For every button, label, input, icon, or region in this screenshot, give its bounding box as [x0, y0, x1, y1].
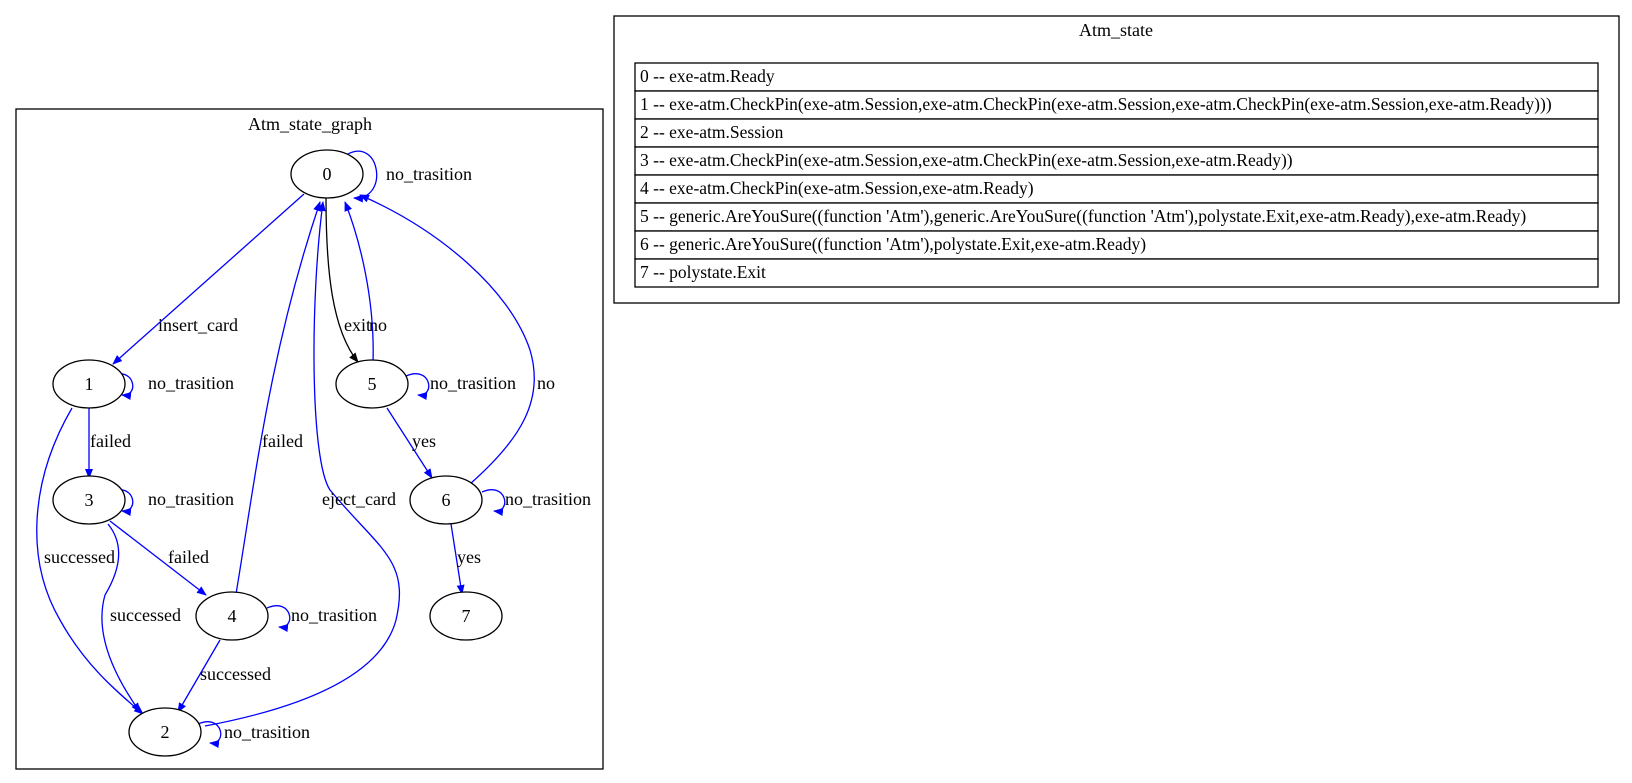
state-table: 0 -- exe-atm.Ready 1 -- exe-atm.CheckPin…: [634, 62, 1599, 288]
edge-label-2-2: no_trasition: [224, 722, 310, 742]
table-row: 4 -- exe-atm.CheckPin(exe-atm.Session,ex…: [634, 174, 1599, 204]
table-row-box: [634, 62, 1599, 92]
edge-label-4-0: failed: [262, 431, 303, 451]
edge-1-2[interactable]: [36, 407, 144, 715]
table-row-box: [634, 118, 1599, 148]
edge-4-0[interactable]: [235, 201, 321, 595]
node-1-shape: [52, 359, 126, 409]
edge-4-4[interactable]: [266, 605, 291, 632]
edge-label-5-0: no: [369, 315, 387, 335]
edge-0-5[interactable]: [325, 197, 359, 363]
nodes: 0 1 5 3 6 4 7: [52, 149, 503, 757]
table-row-box: [634, 202, 1599, 232]
node-0[interactable]: 0: [290, 149, 364, 199]
edge-5-6[interactable]: [386, 407, 433, 479]
edge-label-6-7: yes: [457, 547, 481, 567]
table-row: 1 -- exe-atm.CheckPin(exe-atm.Session,ex…: [634, 90, 1599, 120]
node-6-label: 6: [442, 490, 451, 510]
node-5-shape: [335, 359, 409, 409]
node-0-shape: [290, 149, 364, 199]
edge-4-2[interactable]: [177, 639, 221, 713]
node-1[interactable]: 1: [52, 359, 126, 409]
edge-2-2[interactable]: [197, 721, 222, 748]
table-row-text: 7 -- polystate.Exit: [640, 262, 766, 282]
node-3-shape: [52, 475, 126, 525]
table-row-box: [634, 230, 1599, 260]
edge-label-6-6: no_trasition: [505, 489, 591, 509]
edges: no_trasition insert_card exit no no_tras…: [36, 150, 591, 748]
state-table-title: Atm_state: [1079, 20, 1153, 40]
table-row: 5 -- generic.AreYouSure((function 'Atm')…: [634, 202, 1599, 232]
edge-label-4-4: no_trasition: [291, 605, 377, 625]
edge-label-0-1: insert_card: [158, 315, 238, 335]
node-1-label: 1: [85, 374, 94, 394]
node-6[interactable]: 6: [409, 475, 483, 525]
node-4-shape: [195, 591, 269, 641]
node-7-shape: [429, 591, 503, 641]
edge-label-6-0: no: [537, 373, 555, 393]
edge-6-7[interactable]: [450, 523, 465, 595]
node-6-shape: [409, 475, 483, 525]
table-row: 0 -- exe-atm.Ready: [634, 62, 1599, 92]
node-4[interactable]: 4: [195, 591, 269, 641]
edge-5-5[interactable]: [405, 373, 430, 400]
state-graph-title: Atm_state_graph: [248, 114, 372, 134]
state-table-cluster: Atm_state 0 -- exe-atm.Ready 1 -- exe-at…: [613, 15, 1620, 304]
edge-label-4-2: successed: [200, 664, 271, 684]
state-table-frame: [613, 15, 1620, 304]
table-row-text: 4 -- exe-atm.CheckPin(exe-atm.Session,ex…: [640, 178, 1034, 198]
node-2[interactable]: 2: [128, 707, 202, 757]
node-3-label: 3: [85, 490, 94, 510]
edge-label-1-2: successed: [44, 547, 115, 567]
state-graph-frame: [15, 108, 604, 770]
node-5[interactable]: 5: [335, 359, 409, 409]
edge-label-3-4: failed: [168, 547, 209, 567]
edge-6-6[interactable]: [481, 489, 506, 516]
edge-5-0[interactable]: [344, 201, 374, 363]
table-row-box: [634, 90, 1599, 120]
node-3[interactable]: 3: [52, 475, 126, 525]
edge-6-0[interactable]: [359, 194, 535, 485]
table-row-box: [634, 258, 1599, 288]
table-row-text: 5 -- generic.AreYouSure((function 'Atm')…: [640, 206, 1526, 226]
table-row-text: 3 -- exe-atm.CheckPin(exe-atm.Session,ex…: [640, 150, 1293, 170]
node-5-label: 5: [368, 374, 377, 394]
table-row-text: 6 -- generic.AreYouSure((function 'Atm')…: [640, 234, 1146, 254]
edge-label-5-5: no_trasition: [430, 373, 516, 393]
node-2-shape: [128, 707, 202, 757]
edge-0-1[interactable]: [112, 193, 305, 365]
table-row: 6 -- generic.AreYouSure((function 'Atm')…: [634, 230, 1599, 260]
node-0-label: 0: [323, 164, 332, 184]
edge-label-1-1: no_trasition: [148, 373, 234, 393]
node-7-label: 7: [462, 606, 471, 626]
node-4-label: 4: [228, 606, 237, 626]
edge-3-4[interactable]: [109, 520, 207, 596]
edge-label-3-2: successed: [110, 605, 181, 625]
state-graph-cluster: Atm_state_graph no_trasition insert_card…: [15, 108, 604, 770]
edge-label-0-5: exit: [344, 315, 371, 335]
table-row: 2 -- exe-atm.Session: [634, 118, 1599, 148]
edge-3-2[interactable]: [101, 523, 141, 713]
edge-2-0[interactable]: [204, 201, 401, 727]
table-row: 7 -- polystate.Exit: [634, 258, 1599, 288]
table-row-text: 0 -- exe-atm.Ready: [640, 66, 775, 86]
node-2-label: 2: [161, 722, 170, 742]
table-row-text: 2 -- exe-atm.Session: [640, 122, 784, 142]
node-7[interactable]: 7: [429, 591, 503, 641]
table-row: 3 -- exe-atm.CheckPin(exe-atm.Session,ex…: [634, 146, 1599, 176]
edge-label-1-3: failed: [90, 431, 131, 451]
edge-label-3-3: no_trasition: [148, 489, 234, 509]
table-row-box: [634, 174, 1599, 204]
edge-label-5-6: yes: [412, 431, 436, 451]
edge-label-2-0: eject_card: [322, 489, 396, 509]
table-row-text: 1 -- exe-atm.CheckPin(exe-atm.Session,ex…: [640, 94, 1552, 114]
edge-label-0-0: no_trasition: [386, 164, 472, 184]
